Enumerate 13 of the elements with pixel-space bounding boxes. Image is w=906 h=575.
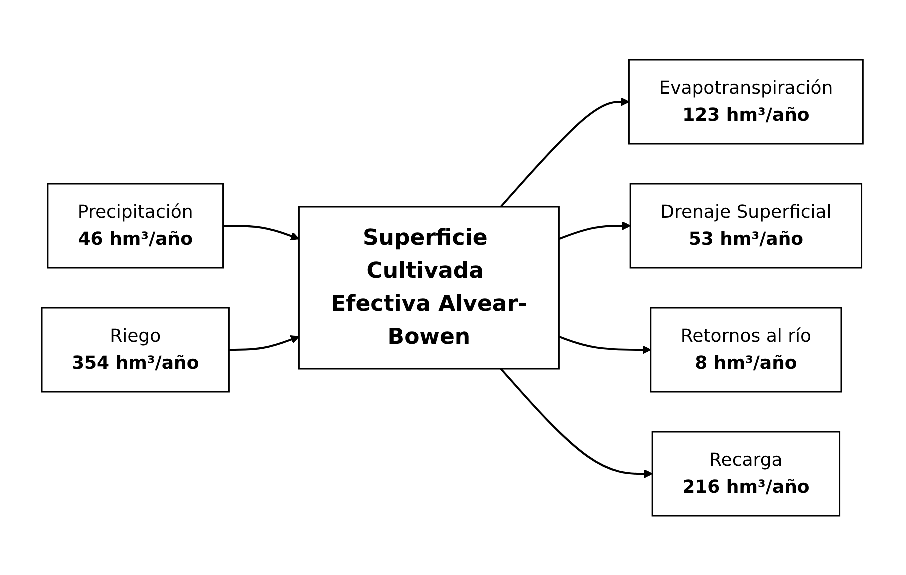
node-box: Riego 354 hm³/año — [42, 306, 230, 392]
node-box: Evapotranspiración 123 hm³/año — [628, 58, 864, 144]
node-box: Precipitación 46 hm³/año — [48, 182, 224, 268]
arrow — [500, 368, 654, 478]
node-box: Recarga 216 hm³/año — [652, 430, 841, 516]
node-box: Retornos al río 8 hm³/año — [650, 306, 843, 392]
node-box: Drenaje Superficial 53 hm³/año — [630, 182, 863, 268]
arrow — [559, 335, 652, 354]
arrow — [224, 224, 300, 240]
node-box: Superficie Cultivada Efectiva Alvear-Bowen — [298, 206, 560, 370]
arrow — [500, 97, 630, 208]
arrow — [559, 221, 632, 240]
arrow — [230, 335, 300, 350]
